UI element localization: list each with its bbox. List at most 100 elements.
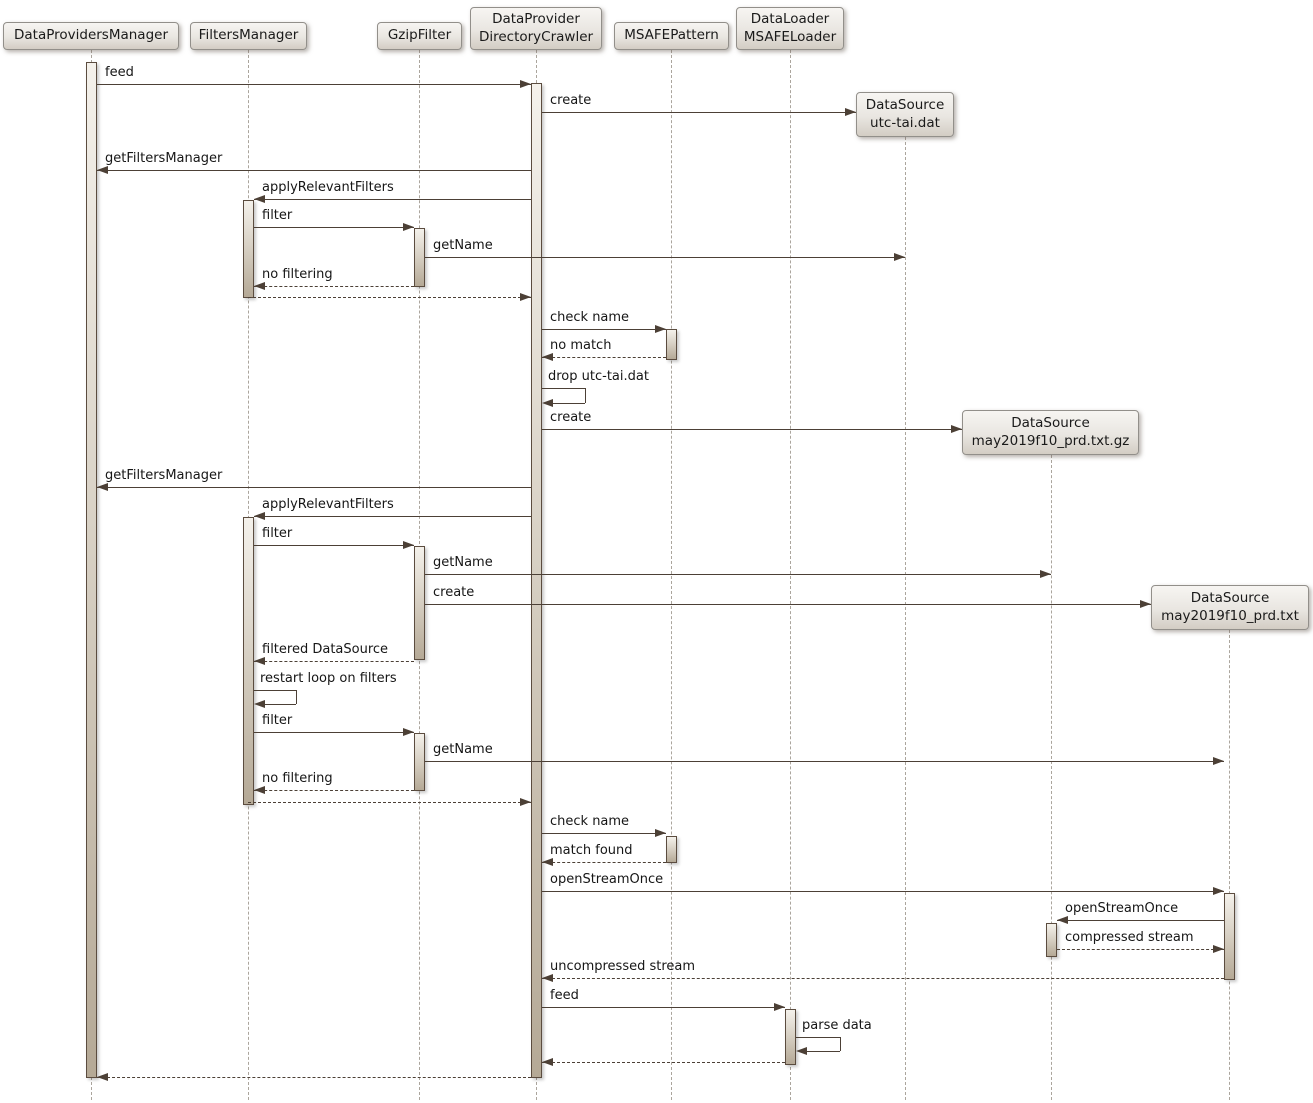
message-line bbox=[425, 574, 1051, 575]
message-line bbox=[254, 516, 531, 517]
participant-datasource-may2019f10-prd-txt-gz: DataSource may2019f10_prd.txt.gz bbox=[962, 410, 1139, 455]
lifeline-datasource-may2019f10-prd-txt-gz bbox=[1051, 455, 1052, 1100]
arrowhead-left-icon bbox=[542, 353, 553, 361]
arrowhead-right-icon bbox=[774, 1003, 785, 1011]
message-label: compressed stream bbox=[1065, 930, 1194, 945]
message-line bbox=[542, 112, 856, 113]
participant-filters-manager: FiltersManager bbox=[190, 22, 307, 50]
message-line bbox=[97, 1077, 531, 1078]
arrowhead-right-icon bbox=[520, 80, 531, 88]
message-label: getName bbox=[433, 742, 493, 757]
arrowhead-right-icon bbox=[1213, 887, 1224, 895]
arrowhead-left-icon bbox=[1057, 916, 1068, 924]
activation-filters-manager bbox=[243, 517, 254, 805]
participant-datasource-utc-tai-dat: DataSource utc-tai.dat bbox=[856, 92, 954, 137]
message-label: applyRelevantFilters bbox=[262, 180, 394, 195]
message-label: getFiltersManager bbox=[105, 468, 223, 483]
arrowhead-right-icon bbox=[951, 425, 962, 433]
activation-datasource-may2019f10-prd-txt-gz bbox=[1046, 923, 1057, 957]
self-message-line bbox=[296, 690, 297, 704]
message-label: openStreamOnce bbox=[1065, 901, 1179, 916]
self-message-line bbox=[585, 388, 586, 403]
message-line bbox=[542, 891, 1224, 892]
message-line bbox=[254, 199, 531, 200]
participant-data-providers-manager: DataProvidersManager bbox=[3, 22, 179, 50]
message-line bbox=[425, 604, 1151, 605]
message-line bbox=[542, 1007, 785, 1008]
arrowhead-right-icon bbox=[520, 798, 531, 806]
arrowhead-left-icon bbox=[254, 195, 265, 203]
activation-filters-manager bbox=[243, 200, 254, 298]
message-label: no filtering bbox=[262, 267, 333, 282]
message-line bbox=[254, 790, 414, 791]
message-line bbox=[542, 429, 962, 430]
message-label: no match bbox=[550, 338, 612, 353]
message-label: feed bbox=[550, 988, 579, 1003]
message-label: check name bbox=[550, 310, 630, 325]
self-message-line bbox=[806, 1051, 840, 1052]
self-message-line bbox=[264, 704, 296, 705]
message-label: parse data bbox=[802, 1018, 872, 1033]
message-line bbox=[254, 661, 414, 662]
message-line bbox=[542, 862, 666, 863]
activation-gzip-filter bbox=[414, 228, 425, 287]
message-line bbox=[425, 761, 1224, 762]
message-label: getFiltersManager bbox=[105, 151, 223, 166]
lifeline-datasource-may2019f10-prd-txt bbox=[1229, 630, 1230, 1100]
activation-msafe-pattern bbox=[666, 329, 677, 360]
message-line bbox=[1057, 949, 1224, 950]
message-line bbox=[254, 732, 414, 733]
message-label: create bbox=[550, 410, 592, 425]
activation-gzip-filter bbox=[414, 546, 425, 660]
message-line bbox=[97, 170, 531, 171]
message-label: filter bbox=[262, 208, 293, 223]
arrowhead-left-icon bbox=[542, 858, 553, 866]
arrowhead-right-icon bbox=[403, 223, 414, 231]
message-label: restart loop on filters bbox=[260, 671, 397, 686]
arrowhead-right-icon bbox=[403, 728, 414, 736]
message-line bbox=[97, 487, 531, 488]
arrowhead-left-icon bbox=[254, 700, 265, 708]
arrowhead-right-icon bbox=[1040, 570, 1051, 578]
arrowhead-right-icon bbox=[403, 541, 414, 549]
message-line bbox=[425, 257, 905, 258]
arrowhead-right-icon bbox=[655, 829, 666, 837]
arrowhead-right-icon bbox=[520, 293, 531, 301]
self-message-line bbox=[552, 403, 585, 404]
message-label: getName bbox=[433, 555, 493, 570]
arrowhead-left-icon bbox=[254, 657, 265, 665]
message-label: create bbox=[433, 585, 475, 600]
message-label: filter bbox=[262, 526, 293, 541]
message-line bbox=[248, 297, 531, 298]
message-line bbox=[542, 1062, 785, 1063]
message-line bbox=[254, 227, 414, 228]
arrowhead-left-icon bbox=[254, 282, 265, 290]
message-line bbox=[254, 545, 414, 546]
message-line bbox=[97, 84, 531, 85]
message-line bbox=[542, 978, 1224, 979]
arrowhead-left-icon bbox=[542, 399, 553, 407]
lifeline-msafe-pattern bbox=[671, 50, 672, 1100]
lifeline-data-loader-msafe-loader bbox=[790, 50, 791, 1100]
message-label: create bbox=[550, 93, 592, 108]
arrowhead-left-icon bbox=[254, 512, 265, 520]
self-message-line bbox=[542, 388, 585, 389]
message-line bbox=[254, 286, 414, 287]
activation-data-provider-directory-crawler bbox=[531, 83, 542, 1078]
arrowhead-right-icon bbox=[655, 325, 666, 333]
activation-data-loader-msafe-loader bbox=[785, 1009, 796, 1065]
arrowhead-left-icon bbox=[97, 1073, 108, 1081]
activation-msafe-pattern bbox=[666, 836, 677, 863]
message-label: no filtering bbox=[262, 771, 333, 786]
self-message-line bbox=[840, 1037, 841, 1051]
arrowhead-left-icon bbox=[796, 1047, 807, 1055]
arrowhead-left-icon bbox=[97, 166, 108, 174]
participant-datasource-may2019f10-prd-txt: DataSource may2019f10_prd.txt bbox=[1151, 585, 1309, 630]
activation-gzip-filter bbox=[414, 733, 425, 791]
activation-datasource-may2019f10-prd-txt bbox=[1224, 893, 1235, 980]
participant-data-loader-msafe-loader: DataLoader MSAFELoader bbox=[736, 7, 844, 50]
message-line bbox=[542, 833, 666, 834]
message-line bbox=[542, 329, 666, 330]
arrowhead-left-icon bbox=[254, 786, 265, 794]
